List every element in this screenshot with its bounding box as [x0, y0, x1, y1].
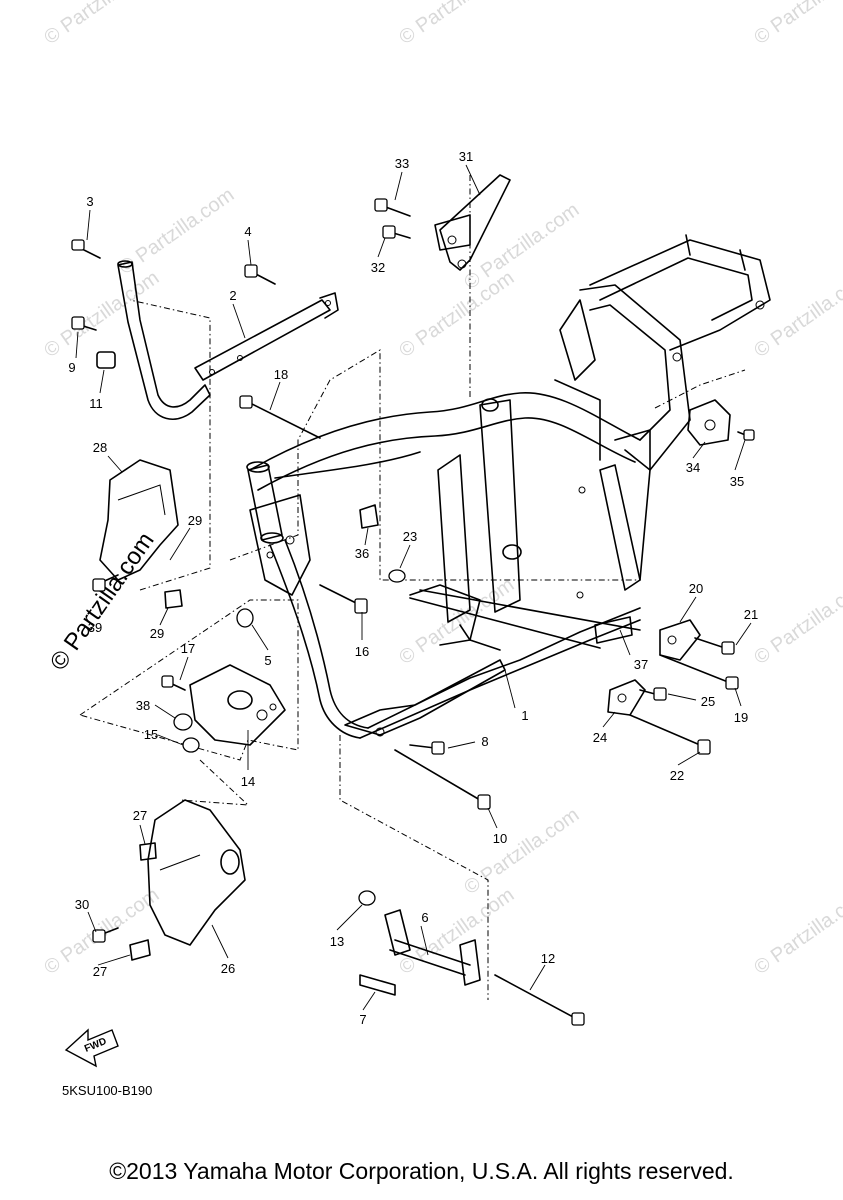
callout-3: 3 — [86, 194, 93, 209]
callout-27b: 27 — [93, 964, 107, 979]
watermark-text: © Partzilla.com — [395, 267, 518, 362]
watermark-text: © Partzilla.com — [40, 267, 163, 362]
crash-bar — [96, 260, 211, 420]
callout-31: 31 — [459, 149, 473, 164]
bolt-21 — [694, 637, 735, 655]
bolt-8 — [409, 741, 445, 755]
bolt-12 — [494, 974, 585, 1026]
nut-15 — [182, 737, 200, 753]
washer-23 — [388, 569, 406, 583]
callout-34: 34 — [686, 460, 700, 475]
callout-6: 6 — [421, 910, 428, 925]
callout-30: 30 — [75, 897, 89, 912]
bolt-33 — [374, 198, 411, 217]
callout-12: 12 — [541, 951, 555, 966]
callout-17: 17 — [181, 641, 195, 656]
callout-29a: 29 — [188, 513, 202, 528]
bolt-4 — [244, 264, 276, 285]
watermark-text: © Partzilla.com — [750, 884, 843, 979]
cover-26 — [147, 799, 246, 946]
callout-26: 26 — [221, 961, 235, 976]
callout-38: 38 — [136, 698, 150, 713]
callout-27a: 27 — [133, 808, 147, 823]
diagram-code: 5KSU100-B190 — [62, 1083, 152, 1098]
main-frame — [246, 234, 771, 739]
callout-1: 1 — [521, 708, 528, 723]
bolt-3 — [71, 239, 101, 259]
callout-14: 14 — [241, 774, 255, 789]
callout-16: 16 — [355, 644, 369, 659]
bolts — [71, 198, 755, 1026]
fwd-arrow-icon: FWD — [64, 1028, 119, 1068]
callout-37: 37 — [634, 657, 648, 672]
bolt-32 — [382, 225, 411, 239]
watermark-text: © Partzilla.com — [460, 199, 583, 294]
callout-19: 19 — [734, 710, 748, 725]
callout-21: 21 — [744, 607, 758, 622]
bolt-10 — [394, 749, 491, 810]
plate-14 — [189, 664, 286, 746]
callout-25: 25 — [701, 694, 715, 709]
callout-15: 15 — [144, 727, 158, 742]
nut-5 — [236, 608, 254, 628]
mount-31 — [434, 174, 511, 271]
assembly-guide-lines — [79, 175, 746, 1000]
callout-35: 35 — [730, 474, 744, 489]
bolt-19 — [659, 654, 739, 690]
callout-28: 28 — [93, 440, 107, 455]
callout-10: 10 — [493, 831, 507, 846]
callout-39: 39 — [88, 620, 102, 635]
bolt-16 — [319, 584, 368, 614]
bolt-39 — [92, 574, 119, 592]
callout-23: 23 — [403, 529, 417, 544]
watermark-text: © Partzilla.com — [115, 184, 238, 279]
watermark-text: © Partzilla.com — [750, 267, 843, 362]
callout-18: 18 — [274, 367, 288, 382]
pad-27b — [129, 939, 151, 961]
pad-29 — [164, 589, 183, 609]
watermark-text: © Partzilla.com — [395, 884, 518, 979]
leader-lines — [75, 164, 752, 1011]
pad-36 — [359, 504, 379, 529]
watermark-text: © Partzilla.com — [40, 0, 163, 49]
bolt-9 — [71, 316, 97, 331]
watermark-text: © Partzilla.com — [460, 804, 583, 899]
callout-2: 2 — [229, 288, 236, 303]
copyright-notice: ©2013 Yamaha Motor Corporation, U.S.A. A… — [109, 1158, 734, 1184]
bolt-18 — [239, 395, 321, 439]
callout-24: 24 — [593, 730, 607, 745]
watermark-text: © Partzilla.com — [395, 0, 518, 49]
callout-32: 32 — [371, 260, 385, 275]
cover-28 — [99, 459, 179, 581]
callout-13: 13 — [330, 934, 344, 949]
callout-5: 5 — [264, 653, 271, 668]
small-brackets — [607, 399, 731, 716]
cap-38 — [173, 713, 193, 731]
pad-27a — [139, 842, 157, 861]
callout-22: 22 — [670, 768, 684, 783]
callout-8: 8 — [481, 734, 488, 749]
callout-4: 4 — [244, 224, 251, 239]
bracket-6 — [359, 909, 481, 996]
watermark-text: © Partzilla.com — [750, 574, 843, 669]
bolt-25 — [639, 687, 667, 701]
bolt-30 — [92, 927, 119, 943]
bracket-2 — [194, 292, 339, 381]
bolt-22 — [629, 714, 711, 755]
washer-13 — [358, 890, 376, 906]
watermark-text: © Partzilla.com — [750, 0, 843, 49]
callout-36: 36 — [355, 546, 369, 561]
callout-7: 7 — [359, 1012, 366, 1027]
callout-20: 20 — [689, 581, 703, 596]
callouts: 3 4 2 9 11 18 33 31 32 28 29 39 29 36 23… — [68, 149, 758, 1027]
callout-11: 11 — [89, 396, 103, 411]
callout-29b: 29 — [150, 626, 164, 641]
callout-9: 9 — [68, 360, 75, 375]
callout-33: 33 — [395, 156, 409, 171]
bolt-35 — [737, 429, 755, 441]
bolt-17 — [161, 675, 186, 691]
